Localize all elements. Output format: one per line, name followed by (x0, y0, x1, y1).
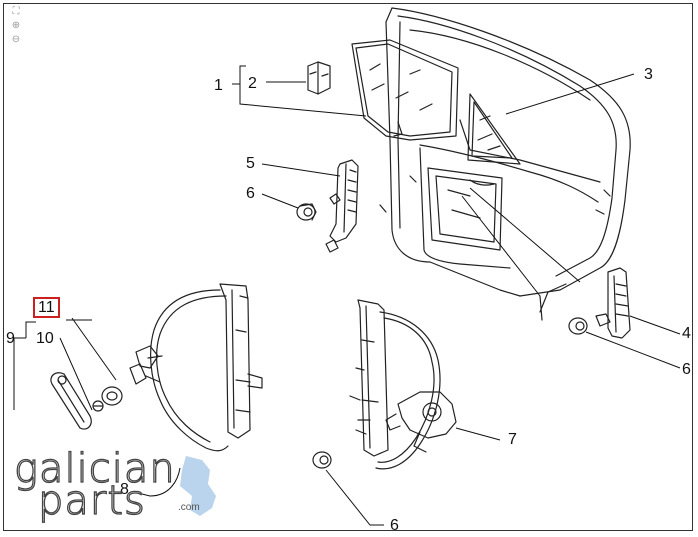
callout-5[interactable]: 5 (246, 155, 255, 172)
callout-9[interactable]: 9 (6, 330, 15, 347)
part-9-crank-handle (50, 372, 92, 430)
galicianparts-logo: galician parts .com (12, 445, 217, 525)
part-5-guide-rail (325, 159, 359, 253)
logo-domain: .com (178, 502, 200, 513)
part-2-clip (307, 61, 331, 95)
callout-11-highlighted[interactable]: 11 (33, 297, 60, 318)
fit-icon[interactable]: ⛶ (12, 6, 20, 17)
callout-4[interactable]: 4 (682, 325, 691, 342)
part-10-screw (92, 400, 104, 412)
logo-word-galician: galician (13, 445, 176, 492)
part-1-window-glass (351, 39, 459, 141)
logo-word-parts: parts (37, 477, 146, 524)
callout-2[interactable]: 2 (248, 75, 257, 92)
callout-3[interactable]: 3 (644, 66, 653, 83)
part-6-nut-c (312, 451, 332, 469)
callout-labels: 1 2 3 5 6 4 6 9 10 7 8 6 (6, 66, 691, 534)
part-11-washer (101, 386, 123, 406)
zoom-out-icon[interactable]: ⊖ (11, 34, 21, 45)
zoom-in-icon[interactable]: ⊕ (11, 20, 21, 31)
callout-8[interactable]: 8 (120, 481, 129, 498)
part-7-electric-regulator (349, 299, 457, 470)
callout-6b[interactable]: 6 (682, 361, 691, 378)
leader-lines (13, 65, 681, 526)
callout-1[interactable]: 1 (214, 77, 223, 94)
rear-door-shell (379, 7, 631, 321)
part-8-manual-regulator (129, 283, 263, 452)
part-3-quarter-glass (467, 93, 521, 165)
part-6-nut-b (568, 317, 588, 335)
zoom-toolbar: ⛶ ⊕ ⊖ (8, 6, 26, 46)
part-6-nut-a (296, 203, 317, 221)
callout-10[interactable]: 10 (36, 330, 54, 347)
callout-6c[interactable]: 6 (390, 517, 399, 534)
galicia-map-icon (180, 456, 216, 516)
part-4-guide-rail (595, 267, 631, 339)
callout-6a[interactable]: 6 (246, 185, 255, 202)
callout-7[interactable]: 7 (508, 431, 517, 448)
